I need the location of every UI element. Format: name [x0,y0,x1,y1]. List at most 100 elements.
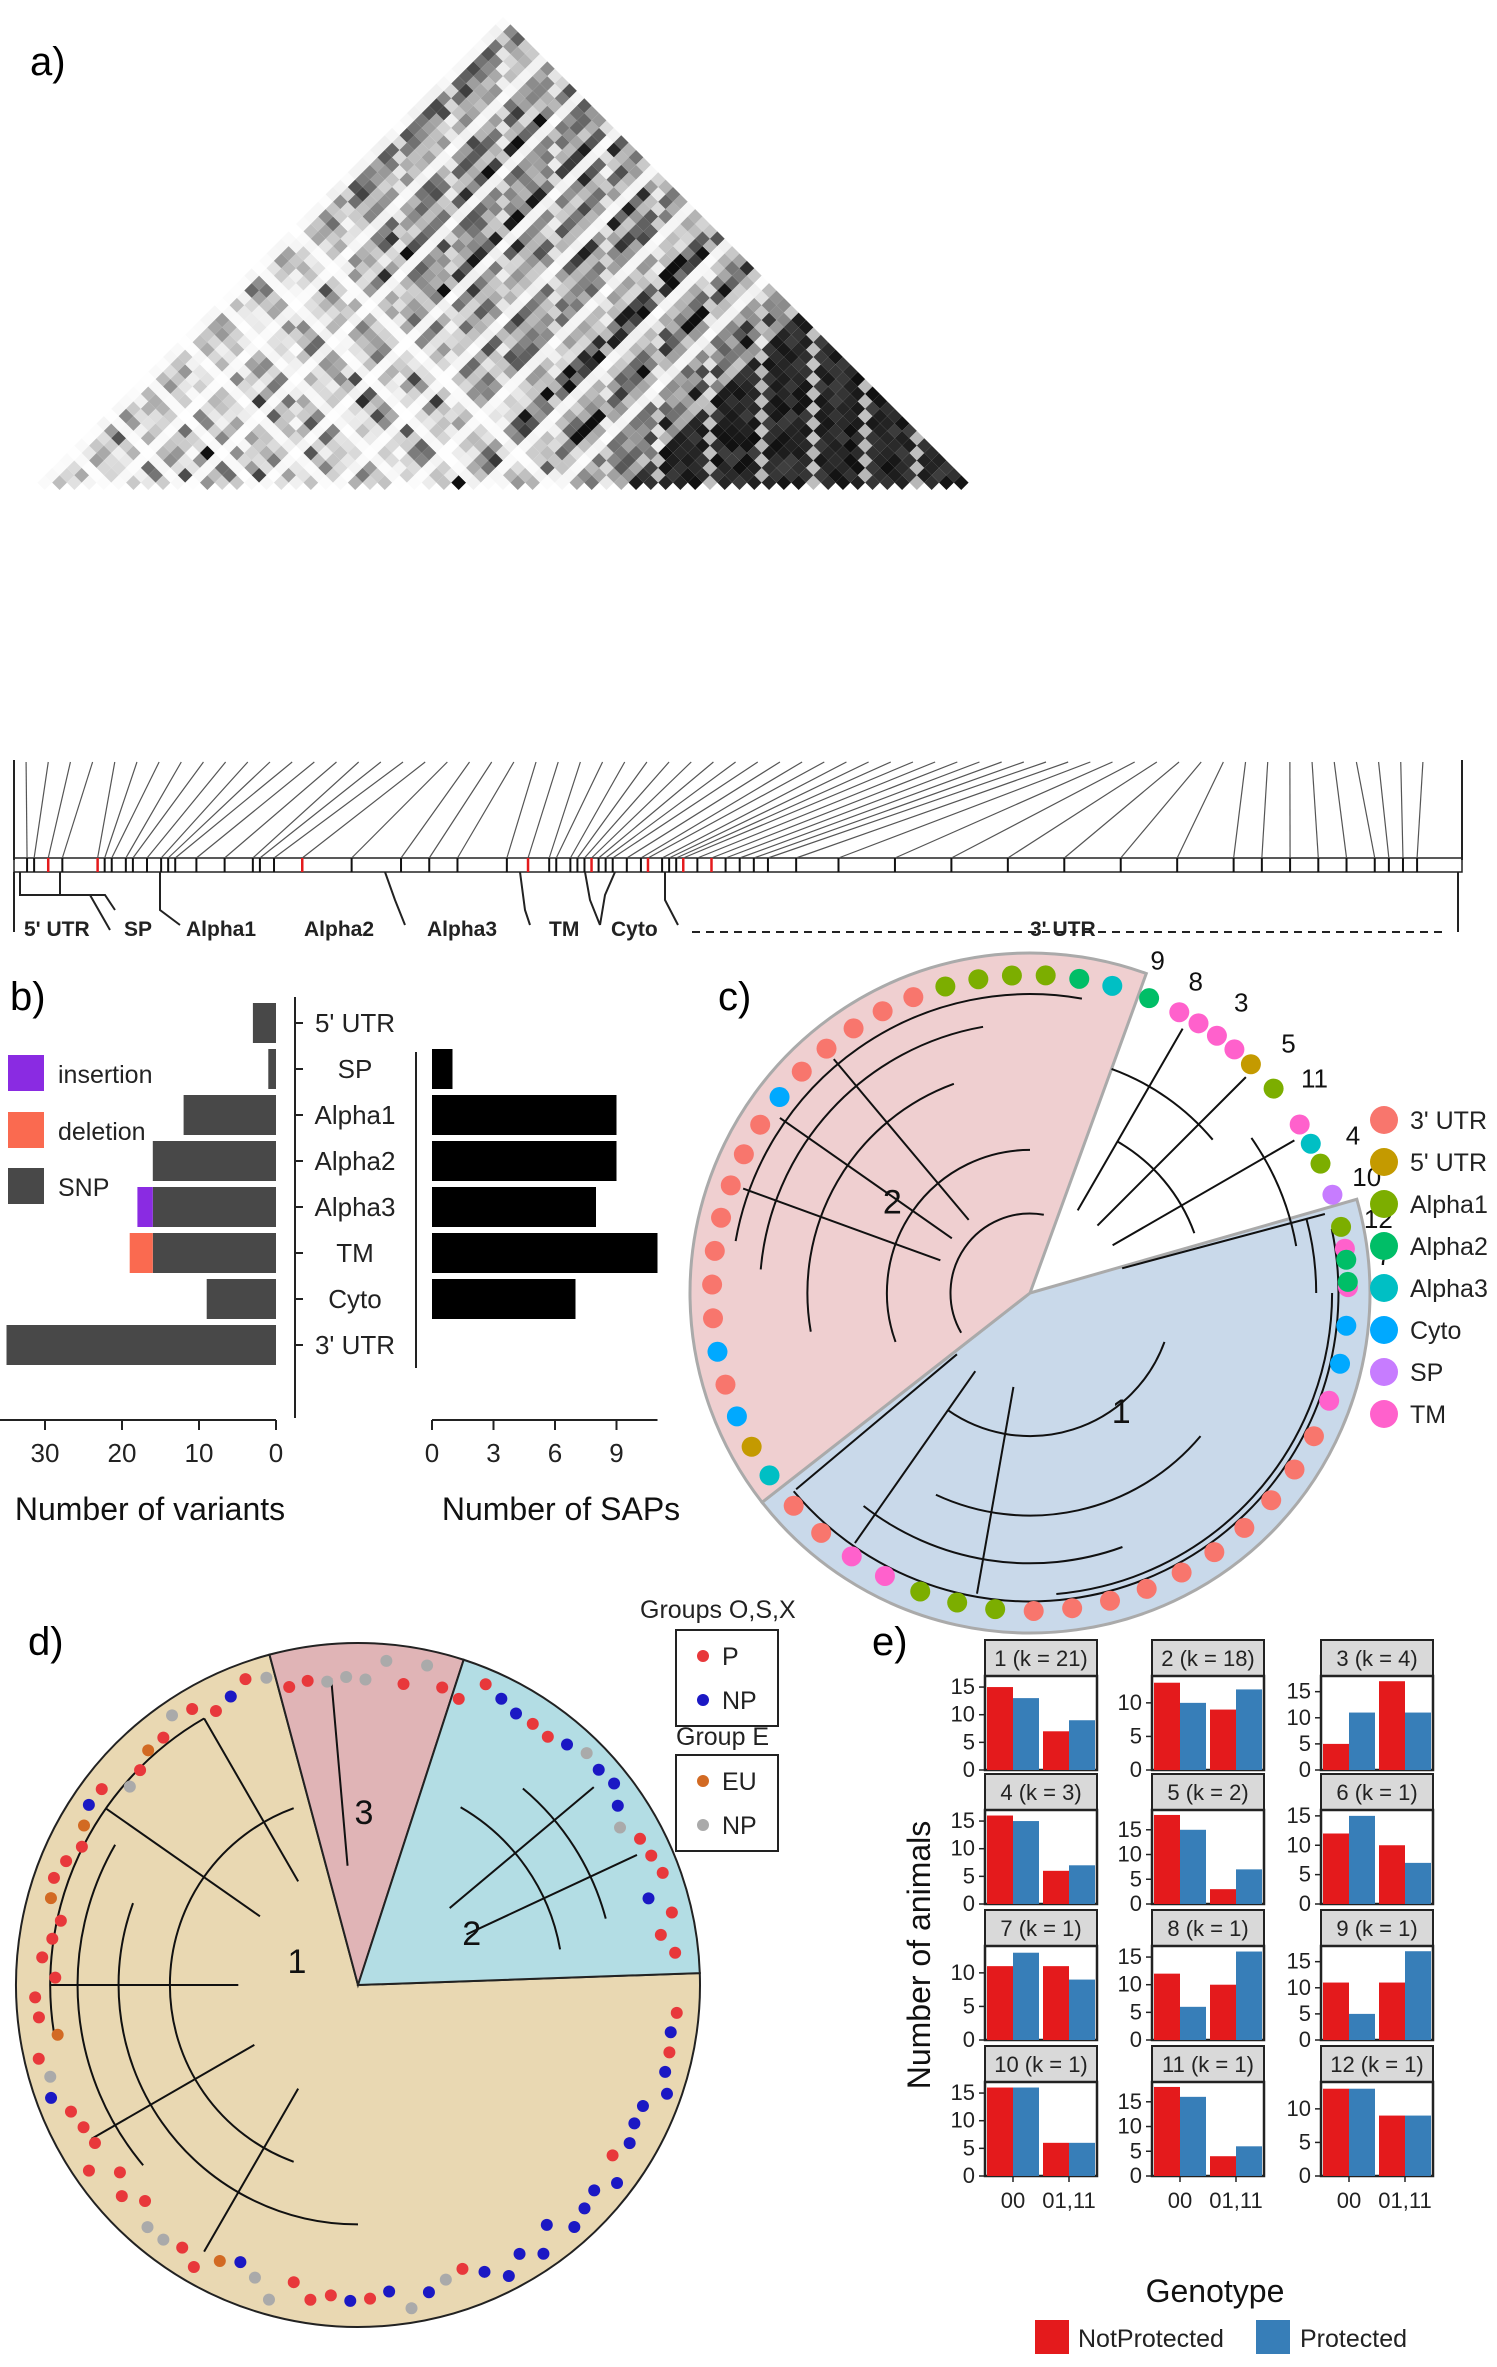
bar-notprotected [1323,2089,1349,2176]
legend-e-label-notprotected: NotProtected [1078,2325,1224,2353]
legend-d-label-p: P [722,1643,739,1671]
leaf-point [1241,1054,1261,1074]
legend-c-label: 5' UTR [1410,1149,1487,1177]
leaf-point [903,987,923,1007]
leaf-point [811,1523,831,1543]
leaf-point [844,1018,864,1038]
leaf-point [239,1673,251,1685]
cluster-number: 5 [1281,1028,1295,1058]
ld-connector [457,762,513,858]
leaf-point [671,2007,683,2019]
leaf-point [436,1681,448,1693]
leaf-point [210,1705,222,1717]
ld-connector [1334,762,1346,858]
b-right-bar [432,1233,658,1273]
leaf-point [65,2106,77,2118]
leaf-point [1100,1591,1120,1611]
e-ytick-label: 10 [1118,2114,1142,2139]
e-ytick-label: 5 [1130,1723,1142,1748]
b-left-bar [153,1233,276,1273]
bar-protected [1180,1830,1206,1904]
legend-c-label: Alpha3 [1410,1275,1488,1303]
ld-connector [34,762,48,858]
leaf-point [1137,1579,1157,1599]
panel-label-a: a) [30,40,66,84]
ld-connector [711,762,957,858]
leaf-point [614,1822,626,1834]
legend-d-title-2: Group E [676,1723,769,1751]
leaf-point [817,1039,837,1059]
ld-connector [592,762,692,858]
e-ytick-label: 10 [1118,1842,1142,1867]
gene-map: 5' UTR SP Alpha1 Alpha2 Alpha3 TM Cyto 3… [14,760,1462,941]
facet-title: 7 (k = 1) [1000,1916,1081,1941]
ld-connector [951,762,1134,858]
leaf-point [142,2221,154,2233]
legend-c-label: SP [1410,1359,1443,1387]
facet-title: 12 (k = 1) [1330,2052,1424,2077]
legend-c-label: TM [1410,1401,1446,1429]
leaf-point [537,2248,549,2260]
leaf-point [645,1850,657,1862]
leaf-point [304,2294,316,2306]
seg-label-tm: TM [549,918,579,941]
leaf-point [1322,1185,1342,1205]
leaf-point [176,2242,188,2254]
e-ytick-label: 5 [1299,1862,1311,1887]
leaf-point [985,1599,1005,1619]
e-ytick-label: 5 [1130,1999,1142,2024]
bar-notprotected [1043,2143,1069,2176]
bar-protected [1069,2143,1095,2176]
seg-bracket-tm [585,872,600,925]
leaf-point [527,1718,539,1730]
leaf-point [214,2255,226,2267]
leaf-point [263,2294,275,2306]
leaf-point [48,1872,60,1884]
e-ytick-label: 5 [1130,2138,1142,2163]
legend-d-dot-p [697,1650,709,1662]
leaf-point [657,1867,669,1879]
leaf-point [114,2166,126,2178]
clade-label: 1 [287,1943,306,1981]
e-xtick-label: 00 [1337,2188,1361,2213]
b-left-bar [130,1233,153,1273]
leaf-point [456,2263,468,2275]
e-xtick-label: 01,11 [1042,2188,1095,2213]
leaf-point [607,2149,619,2161]
leaf-point [655,1929,667,1941]
seg-label-sp: SP [124,918,152,941]
ld-connector [838,762,1090,858]
seg-bracket-sp [60,872,115,910]
leaf-point [116,2190,128,2202]
leaf-point [727,1406,747,1426]
bar-protected [1405,1713,1431,1770]
legend-c-label: Alpha2 [1410,1233,1488,1261]
facet-title: 3 (k = 4) [1336,1646,1417,1671]
ld-connector [253,762,359,858]
e-ytick-label: 10 [951,2108,975,2133]
b-category-label: Alpha2 [315,1146,396,1176]
bar-protected [1405,1951,1431,2040]
leaf-point [344,2295,356,2307]
legend-swatch-insertion [8,1055,44,1091]
clade-label: 2 [462,1915,481,1953]
leaf-point [78,2121,90,2133]
ld-heatmap [37,17,968,490]
leaf-point [52,2029,64,2041]
bar-notprotected [1154,1815,1180,1904]
leaf-point [157,1732,169,1744]
leaf-point [302,1675,314,1687]
b-left-xtick-label: 10 [185,1438,214,1468]
leaf-point [711,1208,731,1228]
leaf-point [770,1087,790,1107]
leaf-point [784,1496,804,1516]
legend-c-label: Cyto [1410,1317,1461,1345]
legend-swatch-snp [8,1168,44,1204]
e-ytick-label: 0 [1299,1891,1311,1916]
leaf-point [78,1820,90,1832]
leaf-point [1311,1154,1331,1174]
bar-notprotected [1154,1974,1180,2040]
b-right-xtick-label: 3 [486,1438,500,1468]
ld-connector [1379,762,1389,858]
ld-connector [676,762,891,858]
